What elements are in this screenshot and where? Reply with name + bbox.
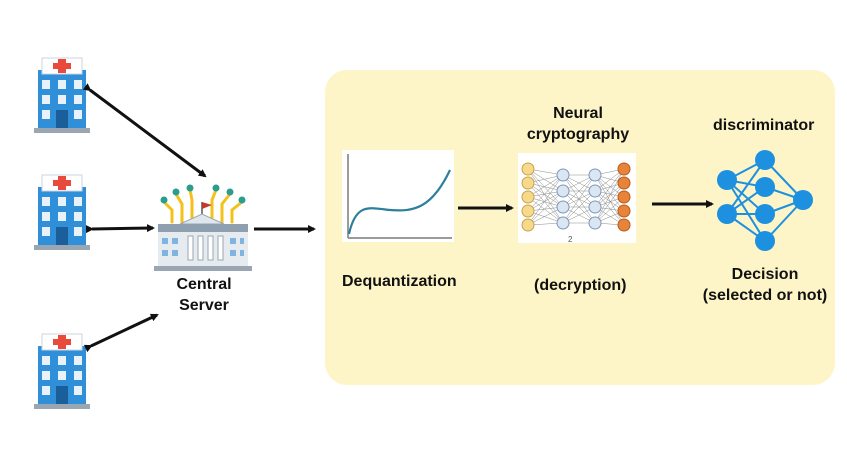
neural-network-icon: [518, 153, 636, 243]
discriminator-network-node: [755, 150, 775, 170]
crypto-network-node: [556, 200, 570, 214]
crypto-network-edge: [594, 168, 625, 208]
hospital-icon: [34, 57, 90, 133]
crypto-network-edge: [594, 190, 625, 226]
crypto-network-node: [588, 200, 602, 214]
crypto-network-node: [521, 218, 535, 232]
crypto-network-edge: [562, 174, 596, 224]
crypto-network-edge: [527, 174, 564, 198]
crypto-network-edge: [527, 168, 564, 192]
central-server-label-line2: Server: [179, 297, 229, 314]
discriminator-network-icon: [717, 150, 813, 251]
crypto-network-node: [521, 204, 535, 218]
discriminator-label: discriminator: [713, 117, 815, 134]
crypto-network-node: [556, 168, 570, 182]
crypto-network-edge: [527, 206, 564, 226]
crypto-network-edge: [594, 174, 625, 226]
crypto-network-edge: [527, 182, 564, 224]
crypto-network-node: [588, 168, 602, 182]
crypto-network-node: [521, 190, 535, 204]
decision-label-line2: (selected or not): [702, 287, 828, 304]
crypto-network-edge: [527, 190, 564, 212]
crypto-network-node: [556, 184, 570, 198]
crypto-network-edge: [527, 168, 564, 208]
crypto-network-node: [617, 190, 631, 204]
crypto-network-node: [588, 216, 602, 230]
crypto-network-node: [556, 216, 570, 230]
central-server-label-line1: Central: [176, 276, 232, 293]
decision-label: Decision (selected or not): [690, 264, 840, 306]
decision-label-line1: Decision: [731, 266, 799, 283]
decryption-label: (decryption): [534, 277, 627, 294]
discriminator-network-node: [717, 170, 737, 190]
crypto-network-edge: [594, 174, 625, 212]
crypto-network-node: [521, 162, 535, 176]
crypto-network-edge: [527, 196, 564, 224]
hospital-icon: [34, 174, 90, 250]
discriminator-network-node: [755, 177, 775, 197]
discriminator-network-node: [755, 204, 775, 224]
crypto-network-edge: [527, 174, 564, 212]
arrow-hospital2-server: [85, 224, 155, 234]
crypto-network-edge: [527, 182, 564, 208]
neural-cryptography-label: Neural cryptography: [520, 103, 636, 145]
crypto-network-node: [617, 204, 631, 218]
discriminator-network-node: [717, 204, 737, 224]
crypto-network-node: [617, 218, 631, 232]
central-server-icon: [154, 184, 252, 271]
arrow-hospital1-server: [82, 83, 207, 178]
dequantization-label: Dequantization: [342, 273, 457, 290]
crypto-network-node: [617, 162, 631, 176]
neural-cryptography-label-line1: Neural: [553, 105, 603, 122]
arrow-hospital3-server: [83, 313, 159, 353]
dequantization-curve-icon: [342, 150, 454, 242]
central-server-label: Central Server: [166, 274, 242, 316]
discriminator-network-node: [755, 231, 775, 251]
crypto-network-edge: [527, 190, 564, 226]
discriminator-network-edge: [726, 159, 766, 215]
crypto-network-edge: [562, 174, 596, 208]
crypto-network-edge: [527, 174, 564, 226]
hospital-icon: [34, 333, 90, 409]
crypto-network-edge: [562, 190, 596, 224]
crypto-network-node: [521, 176, 535, 190]
crypto-network-node: [588, 184, 602, 198]
discriminator-network-edge: [726, 179, 766, 242]
network-axis-label: 2: [568, 235, 573, 244]
discriminator-network-node: [793, 190, 813, 210]
crypto-network-node: [617, 176, 631, 190]
crypto-network-edge: [527, 168, 564, 224]
crypto-network-edge: [594, 182, 625, 224]
crypto-network-edge: [594, 168, 625, 224]
neural-cryptography-label-line2: cryptography: [526, 126, 630, 143]
